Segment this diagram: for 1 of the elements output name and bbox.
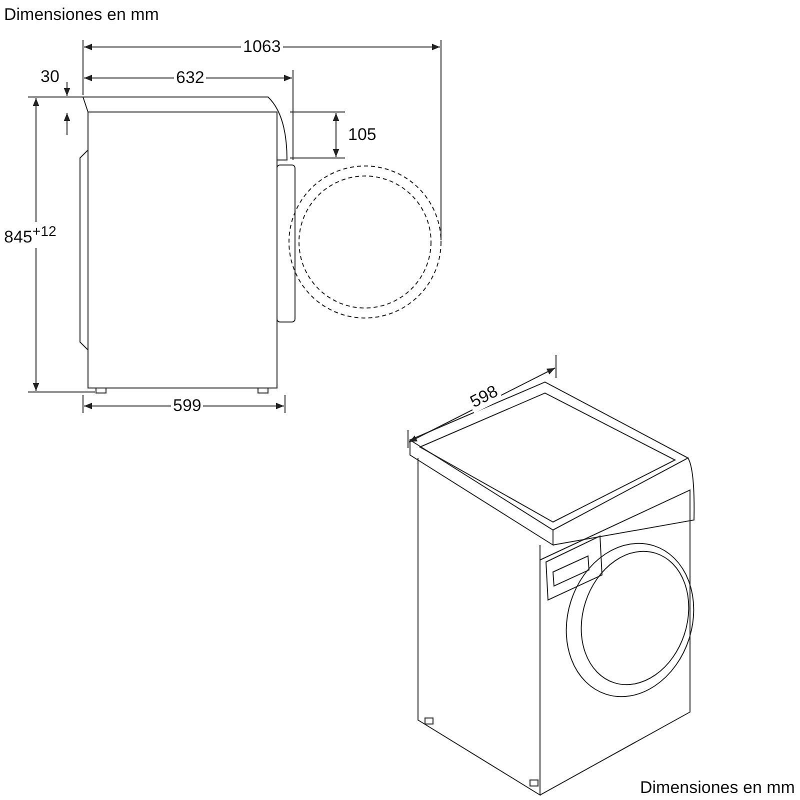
dimension-label: 845$^{+12}$ xyxy=(2,222,58,248)
